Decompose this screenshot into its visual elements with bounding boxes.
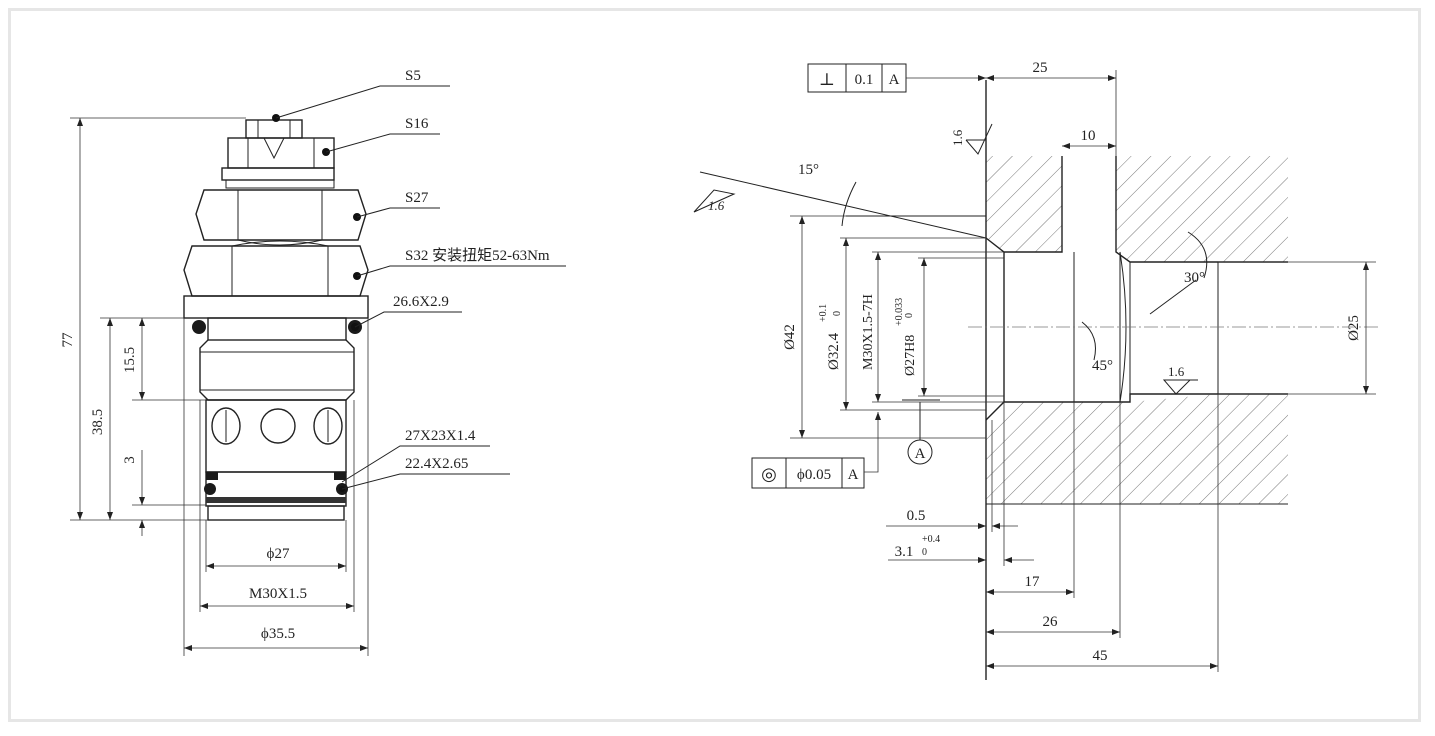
- dim-dia-42: Ø42: [782, 324, 798, 350]
- angle-15: 15°: [798, 162, 819, 178]
- valve-side-view: S5 S16 S27 S32 安装扭矩52-63Nm 26.6X2.9 27X2…: [60, 68, 566, 656]
- oring-left: [192, 320, 206, 334]
- dim-17: 17: [1025, 574, 1041, 590]
- callout-s5: S5: [405, 68, 421, 84]
- dim-3-1: 3.1: [895, 544, 914, 560]
- roughness-symbol-2: 1.6: [693, 189, 736, 213]
- svg-text:+0.4: +0.4: [922, 534, 940, 545]
- angle-30: 30°: [1184, 270, 1205, 286]
- adjust-screw-head: [245, 119, 303, 139]
- callout-oring-26-6: 26.6X2.9: [393, 294, 449, 310]
- port-body: [205, 399, 347, 473]
- dim-3: 3: [122, 456, 138, 464]
- svg-text:1.6: 1.6: [950, 129, 965, 146]
- datum-a-bubble: [907, 439, 933, 465]
- hatch-top-right: [1116, 156, 1288, 262]
- callout-s32: S32 安装扭矩52-63Nm: [405, 247, 550, 264]
- dim-dia-27-h8: Ø27H8: [903, 335, 918, 376]
- svg-text:A: A: [848, 467, 859, 483]
- oring-lower-left: [204, 483, 216, 495]
- port-right: [313, 407, 343, 445]
- port-center: [260, 408, 296, 444]
- callout-s16: S16: [405, 116, 429, 132]
- svg-text:0: 0: [922, 547, 927, 558]
- datum-a-label: A: [915, 446, 926, 462]
- valve-tip: [207, 505, 345, 521]
- svg-text:1.6: 1.6: [1168, 364, 1185, 379]
- dim-77: 77: [60, 332, 76, 348]
- flange: [183, 295, 369, 319]
- dim-dia-35-5: ϕ35.5: [261, 626, 295, 642]
- dim-dia-32-4: Ø32.4: [826, 332, 842, 370]
- svg-text:1.6: 1.6: [708, 198, 725, 213]
- dim-38-5: 38.5: [90, 409, 106, 435]
- dim-0-5: 0.5: [907, 508, 926, 524]
- dim-25-top: 25: [1033, 60, 1048, 76]
- dim-26: 26: [1043, 614, 1059, 630]
- dim-thread-m30: M30X1.5: [249, 586, 307, 602]
- svg-text:ϕ0.05: ϕ0.05: [797, 467, 831, 483]
- svg-text:+0.033: +0.033: [894, 298, 905, 326]
- port-left: [211, 407, 241, 445]
- dim-10: 10: [1081, 128, 1096, 144]
- dim-thread-m30-7h: M30X1.5-7H: [861, 294, 876, 370]
- thread-section: [199, 339, 355, 401]
- gdt-perpendicularity: ⊥ 0.1 A: [807, 63, 986, 93]
- concentricity-icon: ◎: [761, 464, 777, 484]
- callout-oring-22-4: 22.4X2.65: [405, 456, 468, 472]
- svg-text:0: 0: [832, 311, 843, 316]
- svg-text:+0.1: +0.1: [818, 304, 829, 322]
- cavity-section-view: ⊥ 0.1 A ◎ ϕ0.05 A A 1.6 1.6: [693, 60, 1380, 680]
- roughness-symbol-1: 1.6: [950, 123, 993, 155]
- dim-dia-27: ϕ27: [267, 546, 290, 562]
- callout-s27: S27: [405, 190, 429, 206]
- s32-hex: [183, 245, 369, 297]
- svg-text:A: A: [889, 72, 900, 88]
- roughness-symbol-3: 1.6: [1162, 364, 1198, 395]
- perpendicularity-icon: ⊥: [819, 70, 835, 89]
- svg-text:0: 0: [904, 313, 915, 318]
- dim-45: 45: [1093, 648, 1108, 664]
- hatch-top-left: [986, 156, 1062, 252]
- s16-nut: [227, 137, 335, 169]
- callout-oring-27: 27X23X1.4: [405, 428, 476, 444]
- s27-hex: [195, 189, 367, 241]
- svg-text:0.1: 0.1: [855, 72, 874, 88]
- dim-15-5: 15.5: [122, 347, 138, 373]
- dim-dia-25: Ø25: [1346, 315, 1362, 341]
- gdt-concentricity: ◎ ϕ0.05 A: [751, 412, 881, 489]
- hatch-bottom: [986, 394, 1288, 504]
- angle-45: 45°: [1092, 358, 1113, 374]
